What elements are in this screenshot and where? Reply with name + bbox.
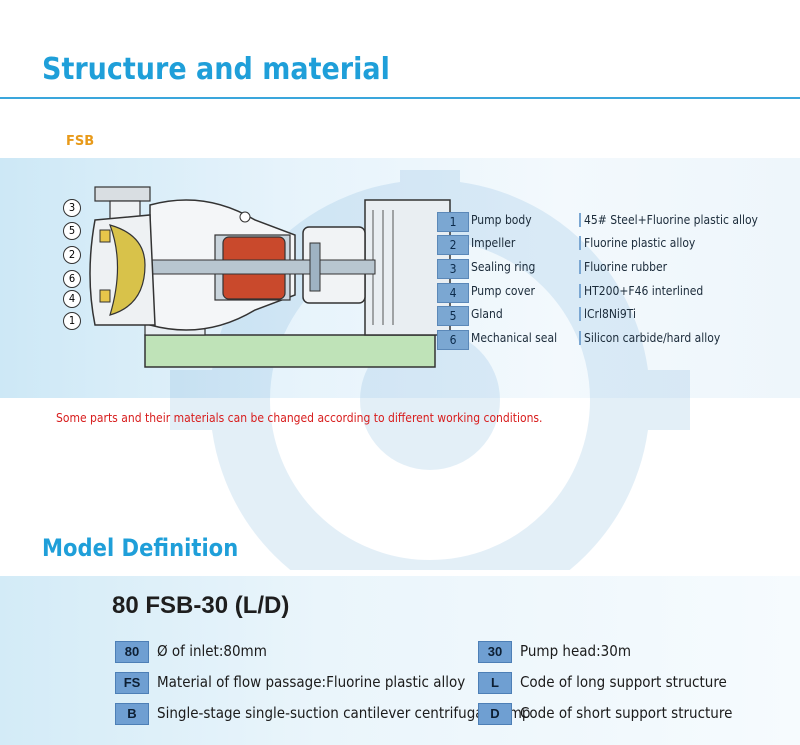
working-conditions-note: Some parts and their materials can be ch… xyxy=(56,411,543,425)
part-material: 45# Steel+Fluorine plastic alloy xyxy=(579,213,758,227)
table-row: 6 Mechanical seal Silicon carbide/hard a… xyxy=(437,330,777,350)
part-name: Pump body xyxy=(471,213,532,227)
series-tag: FSB xyxy=(66,134,95,149)
part-material: Fluorine plastic alloy xyxy=(579,236,695,250)
part-name: Gland xyxy=(471,307,503,321)
table-row: 4 Pump cover HT200+F46 interlined xyxy=(437,283,777,303)
callout-marker: 5 xyxy=(63,222,81,240)
title-divider xyxy=(0,97,800,99)
definition-text: Material of flow passage:Fluorine plasti… xyxy=(157,673,466,691)
definition-text: Code of long support structure xyxy=(520,673,727,691)
part-number: 3 xyxy=(437,259,469,279)
table-row: 2 Impeller Fluorine plastic alloy xyxy=(437,235,777,255)
part-name: Impeller xyxy=(471,236,516,250)
definition-code-badge: D xyxy=(478,703,512,725)
definition-code-badge: 30 xyxy=(478,641,512,663)
table-row: 1 Pump body 45# Steel+Fluorine plastic a… xyxy=(437,212,777,232)
part-material: lCrl8Ni9Ti xyxy=(579,307,636,321)
part-number: 5 xyxy=(437,306,469,326)
page-title: Structure and material xyxy=(42,52,390,87)
callout-marker: 3 xyxy=(63,199,81,217)
part-number: 1 xyxy=(437,212,469,232)
part-number: 4 xyxy=(437,283,469,303)
definition-code-badge: 80 xyxy=(115,641,149,663)
definition-text: Code of short support structure xyxy=(520,704,733,722)
part-number: 2 xyxy=(437,235,469,255)
part-material: Silicon carbide/hard alloy xyxy=(579,331,720,345)
definition-code-badge: B xyxy=(115,703,149,725)
part-name: Mechanical seal xyxy=(471,331,558,345)
definition-code-badge: FS xyxy=(115,672,149,694)
model-definition-title: Model Definition xyxy=(42,534,239,562)
callout-marker: 2 xyxy=(63,246,81,264)
pump-cross-section-drawing xyxy=(89,186,451,368)
model-code: 80 FSB-30 (L/D) xyxy=(112,592,290,619)
table-row: 5 Gland lCrl8Ni9Ti xyxy=(437,306,777,326)
part-number: 6 xyxy=(437,330,469,350)
table-row: 3 Sealing ring Fluorine rubber xyxy=(437,259,777,279)
definition-code-badge: L xyxy=(478,672,512,694)
definition-text: Pump head:30m xyxy=(520,642,631,660)
callout-marker: 1 xyxy=(63,312,81,330)
definition-text: Ø of inlet:80mm xyxy=(157,642,267,660)
definition-text: Single-stage single-suction cantilever c… xyxy=(157,704,531,722)
part-material: HT200+F46 interlined xyxy=(579,284,703,298)
callout-marker: 4 xyxy=(63,290,81,308)
part-name: Sealing ring xyxy=(471,260,536,274)
part-material: Fluorine rubber xyxy=(579,260,667,274)
callout-marker: 6 xyxy=(63,270,81,288)
part-name: Pump cover xyxy=(471,284,535,298)
